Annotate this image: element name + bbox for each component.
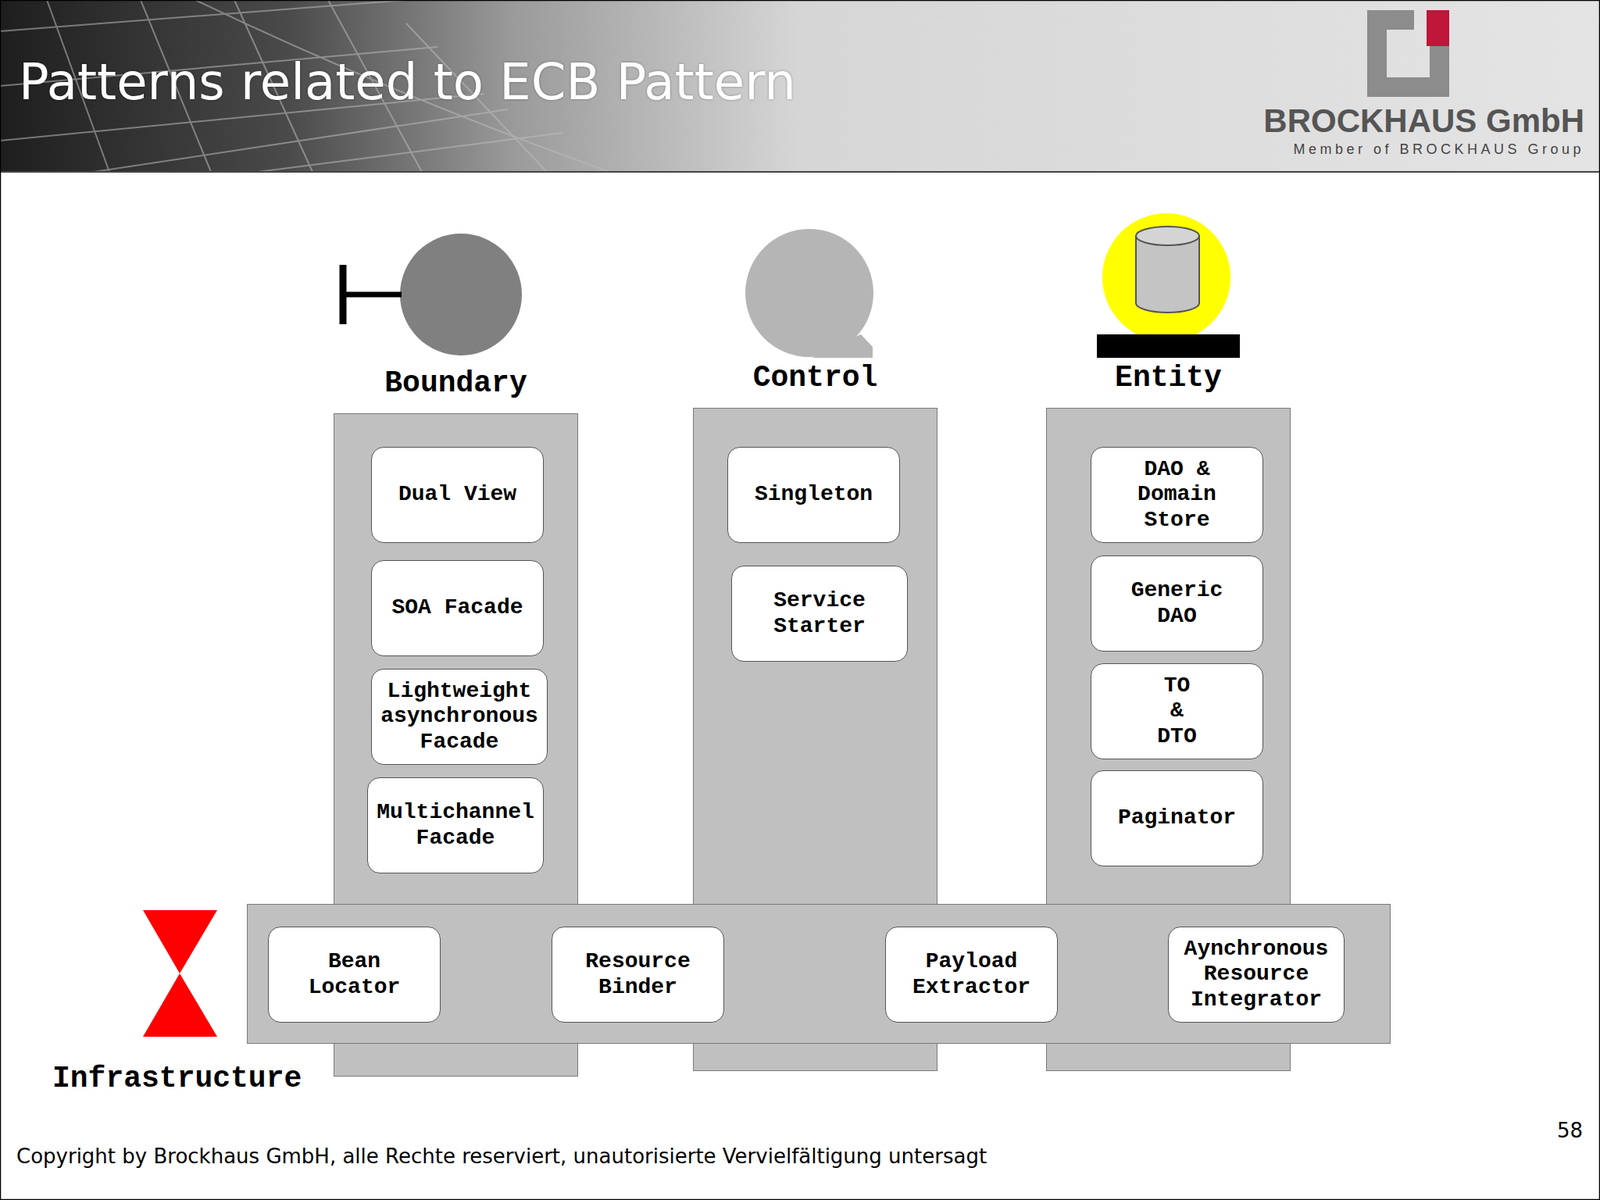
pattern-name: Multichannel Facade (373, 800, 538, 850)
header-band (0, 0, 1600, 172)
pattern-box: Payload Extractor (885, 926, 1058, 1023)
pattern-box: SOA Facade (371, 560, 544, 657)
pattern-name: Aynchronous Resource Integrator (1174, 936, 1339, 1013)
company-group: Member of BROCKHAUS Group (1292, 142, 1585, 158)
header-rule (0, 171, 1600, 173)
pattern-box: Aynchronous Resource Integrator (1167, 926, 1345, 1023)
pattern-box: Bean Locator (267, 926, 441, 1023)
pattern-box: Multichannel Facade (367, 777, 544, 874)
layer-heading: Control (753, 361, 879, 395)
layer-heading: Boundary (384, 367, 527, 400)
pattern-name: Lightweight asynchronous Facade (377, 678, 542, 755)
company-name: BROCKHAUS GmbH (1263, 103, 1585, 140)
pattern-box: TO & DTO (1090, 663, 1264, 760)
pattern-box: Generic DAO (1090, 555, 1264, 652)
pattern-name: Paginator (1117, 805, 1236, 831)
pattern-name: Bean Locator (296, 949, 414, 1000)
pattern-box: DAO & Domain Store (1090, 446, 1264, 543)
pattern-box: Singleton (727, 446, 900, 543)
infrastructure-band: Bean Locator Resource Binder Payload Extra… (246, 903, 1391, 1044)
slide-title: Patterns related to ECB Pattern (18, 54, 797, 110)
pattern-box: Lightweight asynchronous Facade (371, 668, 548, 765)
pattern-name: Resource Binder (567, 949, 709, 1000)
pattern-name: Dual View (398, 482, 517, 508)
entity-symbol (1096, 213, 1240, 358)
boundary-symbol (342, 233, 522, 356)
infrastructure-symbol (142, 910, 218, 1037)
pattern-name: Service Starter (737, 588, 902, 639)
pattern-name: SOA Facade (391, 595, 523, 621)
pattern-box: Service Starter (731, 565, 908, 662)
pattern-name: Singleton (754, 482, 873, 508)
pattern-name: TO & DTO (1153, 673, 1201, 750)
copyright-note: Copyright by Brockhaus GmbH, alle Rechte… (16, 1145, 987, 1168)
pattern-box: Paginator (1090, 770, 1264, 867)
pattern-name: Payload Extractor (901, 949, 1043, 1000)
pattern-name: DAO & Domain Store (1130, 457, 1225, 533)
pattern-box: Dual View (371, 446, 544, 543)
layer-heading: Infrastructure (52, 1062, 302, 1096)
pattern-box: Resource Binder (551, 926, 725, 1023)
layer-heading: Entity (1114, 361, 1222, 395)
control-symbol (745, 228, 874, 358)
brockhaus-logo (1367, 10, 1450, 97)
pattern-name: Generic DAO (1118, 578, 1236, 629)
page-number: 58 (1557, 1119, 1583, 1143)
